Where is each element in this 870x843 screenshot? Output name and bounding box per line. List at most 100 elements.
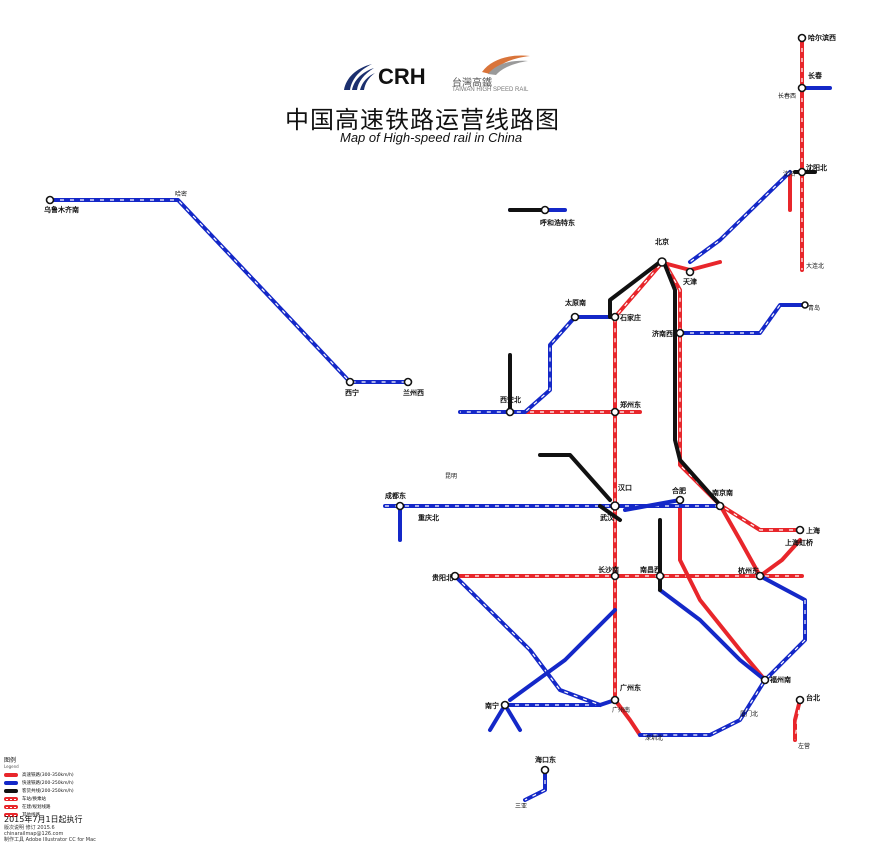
legend-swatch-blue bbox=[4, 781, 18, 785]
station-shanghai bbox=[795, 525, 805, 535]
station-xining bbox=[345, 377, 355, 387]
label-hankou: 汉口 bbox=[618, 483, 632, 492]
line-hefu bbox=[678, 498, 767, 682]
crh-logo-text: CRH bbox=[378, 64, 426, 89]
label-harbin: 哈尔滨西 bbox=[808, 33, 836, 42]
line-taiwan-hsr bbox=[793, 698, 802, 742]
station-lanzhou bbox=[403, 377, 413, 387]
line-hefei-wuhan bbox=[623, 498, 682, 512]
stations bbox=[45, 33, 809, 775]
label-wuhan: 武汉 bbox=[600, 513, 615, 522]
label-chengdu: 成都东 bbox=[385, 491, 406, 500]
label-xian: 西安北 bbox=[500, 395, 521, 404]
legend-item: 车站/换乘站 bbox=[4, 795, 124, 803]
station-hohhot bbox=[540, 205, 550, 215]
legend-item: 在建/规划线路 bbox=[4, 803, 124, 811]
label-changchunxi: 长春西 bbox=[778, 92, 796, 100]
label-shanghai: 上海 bbox=[806, 526, 820, 535]
label-shijiazhuang: 石家庄 bbox=[619, 313, 641, 322]
station-changsha bbox=[610, 571, 620, 581]
line-wuhan-black bbox=[598, 504, 622, 522]
line-hanshi bbox=[538, 453, 612, 502]
legend-swatch-red bbox=[4, 773, 18, 777]
label-hefei: 合肥 bbox=[671, 486, 686, 495]
label-nanchang: 南昌西 bbox=[640, 565, 661, 574]
label-shanghaihongqiao: 上海虹桥 bbox=[785, 538, 814, 547]
station-harbin bbox=[797, 33, 807, 43]
legend-subtitle: Legend bbox=[4, 764, 19, 769]
footer-tool: 制作工具 Adobe Illustrator CC for Mac bbox=[4, 837, 96, 843]
legend-swatch-black bbox=[4, 789, 18, 793]
thsr-logo-cn: 台灣高鐵 bbox=[452, 78, 492, 89]
thsr-logo-en: TAIWAN HIGH SPEED RAIL bbox=[452, 87, 529, 93]
station-wuhan bbox=[610, 501, 620, 511]
crh-logo: CRH bbox=[340, 62, 440, 92]
station-zhengzhou bbox=[610, 407, 620, 417]
label-kunming: 昆明 bbox=[445, 473, 457, 480]
label-qingdao: 青岛 bbox=[808, 304, 820, 312]
line-xiangpu bbox=[658, 588, 767, 682]
line-jinghu-old bbox=[663, 263, 722, 507]
line-nanjing-hangzhou bbox=[718, 503, 762, 578]
station-labels: 哈尔滨西 长春 长春西 沈阳北 沈阳 乌鲁木齐南 哈密 兰州西 西宁 呼和浩特东… bbox=[44, 33, 836, 810]
legend-item: 高速铁路(300-350km/h) bbox=[4, 771, 124, 779]
station-beijing bbox=[657, 257, 667, 267]
effective-date: 2015年7月1日起执行 bbox=[4, 815, 83, 824]
label-shenzhen: 深圳北 bbox=[645, 734, 663, 742]
station-taiyuan bbox=[570, 312, 580, 322]
label-guiyang: 贵阳北 bbox=[432, 573, 453, 582]
station-xian bbox=[505, 407, 515, 417]
legend: 图例 Legend 高速铁路(300-350km/h) 快速铁路(200-250… bbox=[4, 755, 124, 819]
station-qingdao bbox=[801, 301, 809, 309]
label-shenyangnan: 沈阳 bbox=[783, 170, 795, 178]
map-title-cn: 中国高速铁路运营线路图 bbox=[285, 106, 560, 134]
line-guangshen bbox=[613, 698, 642, 737]
label-guangzhounan: 广州南 bbox=[612, 706, 630, 714]
station-urumqi bbox=[45, 195, 55, 205]
label-chongqing: 重庆北 bbox=[418, 513, 439, 522]
label-sanya: 三亚 bbox=[515, 803, 527, 810]
station-hefei bbox=[675, 495, 685, 505]
label-taiyuan: 太原南 bbox=[565, 298, 586, 307]
line-jingshi bbox=[608, 260, 662, 319]
thsr-swoosh-icon bbox=[482, 55, 530, 75]
label-hangzhou: 杭州东 bbox=[738, 566, 759, 575]
station-nanjing bbox=[715, 501, 725, 511]
label-lanzhou: 兰州西 bbox=[403, 388, 424, 397]
line-dongnan bbox=[638, 574, 807, 737]
station-chengdu bbox=[395, 501, 405, 511]
label-hohhot: 呼和浩特东 bbox=[540, 218, 575, 227]
footer-email: chinarailmap@126.com bbox=[4, 831, 64, 837]
label-xining: 西宁 bbox=[345, 388, 359, 397]
label-xiamen: 厦门北 bbox=[740, 710, 758, 718]
station-shenyang bbox=[797, 167, 807, 177]
line-qinbei bbox=[488, 703, 522, 732]
station-changchun bbox=[797, 83, 807, 93]
station-haikou bbox=[540, 765, 550, 775]
station-fuzhou bbox=[760, 675, 770, 685]
line-xianggui bbox=[508, 608, 617, 702]
label-beijing: 北京 bbox=[655, 237, 669, 246]
legend-item: 快速铁路(200-250km/h) bbox=[4, 779, 124, 787]
label-guangzhou: 广州东 bbox=[620, 683, 641, 692]
station-tianjin bbox=[685, 267, 695, 277]
line-jingguang bbox=[613, 263, 662, 702]
label-shenyang: 沈阳北 bbox=[806, 163, 827, 172]
station-nanning bbox=[500, 700, 510, 710]
legend-item: 其他线路 bbox=[4, 811, 124, 819]
station-nanchang bbox=[655, 571, 665, 581]
station-guiyang bbox=[450, 571, 460, 581]
black-lines bbox=[508, 170, 817, 592]
label-gaoxiong: 左营 bbox=[798, 742, 810, 750]
label-nanning: 南宁 bbox=[485, 701, 499, 710]
line-lanxin bbox=[48, 198, 410, 384]
map-title-en: Map of High-speed rail in China bbox=[340, 130, 523, 145]
station-taibei bbox=[795, 695, 805, 705]
station-hangzhou bbox=[755, 571, 765, 581]
station-jinan bbox=[675, 328, 685, 338]
label-nanjing: 南京南 bbox=[712, 488, 733, 497]
station-guangzhou bbox=[610, 695, 620, 705]
label-haikou: 海口东 bbox=[535, 755, 556, 764]
legend-title: 图例 bbox=[4, 757, 17, 764]
